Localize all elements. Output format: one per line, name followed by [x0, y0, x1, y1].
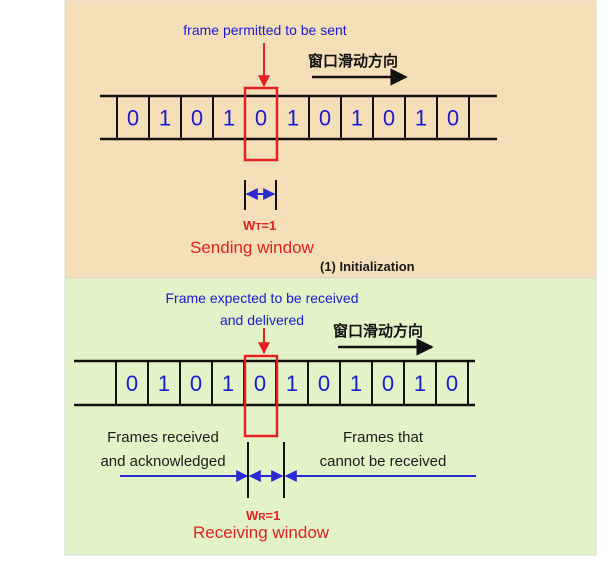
current-frame-highlight-bottom: [243, 354, 279, 438]
bottom-frame-bit-3: 1: [222, 371, 234, 396]
frame-expected-label-line1: Frame expected to be received: [166, 290, 359, 306]
initialization-caption: (1) Initialization: [320, 259, 415, 274]
receiving-window-label: Receiving window: [193, 523, 330, 542]
current-frame-highlight-top: [243, 86, 279, 162]
bottom-frame-bit-7: 1: [350, 371, 362, 396]
bottom-frame-bit-5: 1: [286, 371, 298, 396]
top-frame-bit-10: 0: [447, 106, 459, 131]
bottom-frame-bit-8: 0: [382, 371, 394, 396]
sending-window-size: WT=1: [243, 218, 276, 233]
top-frame-bit-0: 0: [127, 106, 139, 131]
bottom-frame-bit-2: 0: [190, 371, 202, 396]
sending-window-symbol: W: [243, 218, 256, 233]
top-frame-bit-2: 0: [191, 106, 203, 131]
receiving-window-symbol: W: [246, 508, 259, 523]
top-frame-bit-9: 1: [415, 106, 427, 131]
bottom-frame-bit-0: 0: [126, 371, 138, 396]
receiving-window-size: WR=1: [246, 508, 280, 523]
bottom-frame-bit-9: 1: [414, 371, 426, 396]
top-frame-bit-7: 1: [351, 106, 363, 131]
top-frame-bit-4: 0: [255, 106, 267, 131]
direction-label-top: 窗口滑动方向: [308, 52, 398, 70]
frame-expected-label-line2: and delivered: [220, 312, 304, 328]
bottom-frame-bit-10: 0: [446, 371, 458, 396]
sending-window-value: =1: [261, 218, 276, 233]
frames-cannot-label-line1: Frames that: [343, 429, 424, 446]
receiving-window-subscript: R: [258, 512, 266, 523]
top-frame-bit-8: 0: [383, 106, 395, 131]
frames-received-label-line1: Frames received: [107, 429, 219, 446]
bottom-panel-background: [64, 277, 597, 556]
top-frame-bit-3: 1: [223, 106, 235, 131]
top-frame-bit-6: 0: [319, 106, 331, 131]
frame-permitted-label: frame permitted to be sent: [183, 22, 347, 38]
direction-label-bottom: 窗口滑动方向: [333, 322, 423, 340]
bottom-frame-bit-4: 0: [254, 371, 266, 396]
top-frame-bit-5: 1: [287, 106, 299, 131]
frames-cannot-label-line2: cannot be received: [320, 453, 447, 470]
sending-window-label: Sending window: [190, 238, 315, 257]
top-frame-bit-1: 1: [159, 106, 171, 131]
frames-received-label-line2: and acknowledged: [100, 453, 225, 470]
receiving-window-value: =1: [266, 508, 281, 523]
bottom-frame-bit-6: 0: [318, 371, 330, 396]
sending-window-subscript: T: [255, 222, 261, 233]
bottom-frame-bit-1: 1: [158, 371, 170, 396]
